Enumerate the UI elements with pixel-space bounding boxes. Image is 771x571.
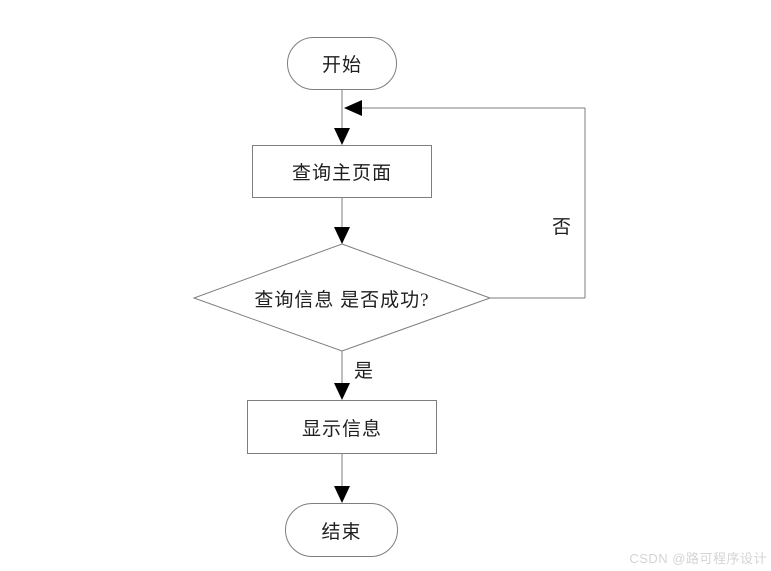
arrowhead-into-show-info	[334, 383, 350, 400]
end-node: 结束	[285, 503, 398, 557]
query-page-label: 查询主页面	[291, 163, 392, 184]
watermark: CSDN @路可程序设计	[629, 551, 767, 566]
decision-node-label: 查询信息 是否成功?	[254, 289, 430, 311]
process-node-query-page: 查询主页面	[252, 145, 432, 198]
process-node-show-info: 显示信息	[247, 400, 437, 454]
arrowhead-loop-left	[344, 100, 362, 116]
start-node: 开始	[287, 37, 397, 90]
end-node-label: 结束	[321, 521, 362, 543]
decision-node: 查询信息 是否成功?	[214, 284, 470, 312]
arrowhead-into-end	[334, 486, 350, 503]
arrowhead-into-decision	[334, 227, 350, 244]
edge-label-yes: 是	[354, 361, 374, 382]
edge-label-no: 否	[552, 217, 572, 238]
arrowhead-into-query-page	[334, 128, 350, 145]
start-node-label: 开始	[321, 55, 362, 76]
decision-diamond-shape	[192, 243, 492, 352]
show-info-label: 显示信息	[301, 418, 382, 440]
